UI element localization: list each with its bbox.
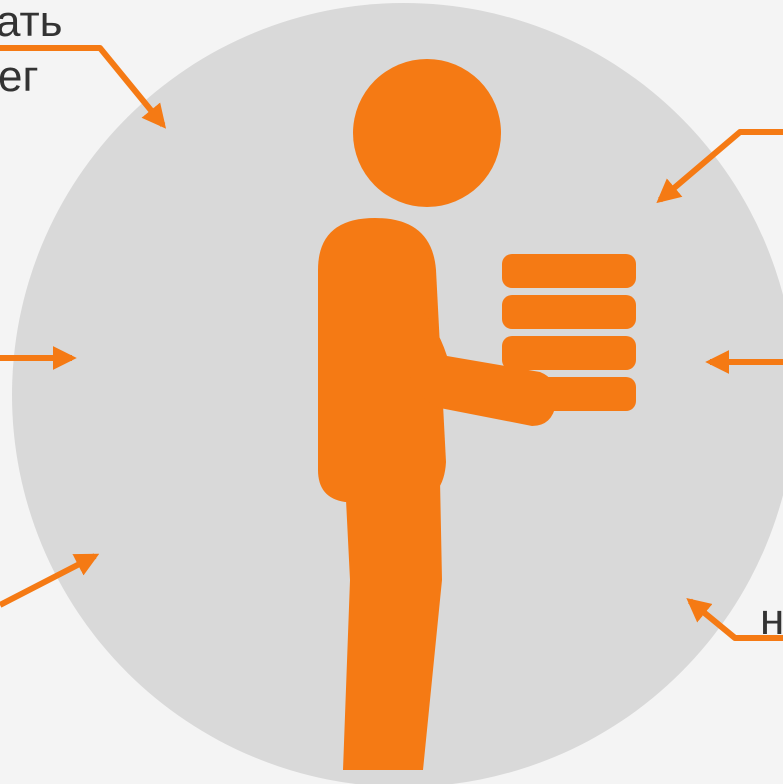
book-stack-icon — [502, 254, 636, 411]
label-top-left-line2: ег — [0, 52, 39, 101]
person-head — [353, 59, 501, 207]
book-2 — [502, 295, 636, 329]
arrow-top-right — [656, 129, 783, 204]
arrows — [0, 45, 783, 641]
book-1 — [502, 254, 636, 288]
person-leg — [343, 480, 442, 770]
arrow-bottom-right — [686, 597, 783, 641]
arrow-top-left — [0, 45, 167, 129]
label-bottom-right: н — [760, 595, 783, 644]
label-top-left-line1: ать — [0, 0, 63, 46]
book-3 — [502, 336, 636, 370]
arrow-bottom-left — [0, 553, 100, 608]
book-4 — [502, 377, 636, 411]
person-body — [318, 218, 446, 502]
